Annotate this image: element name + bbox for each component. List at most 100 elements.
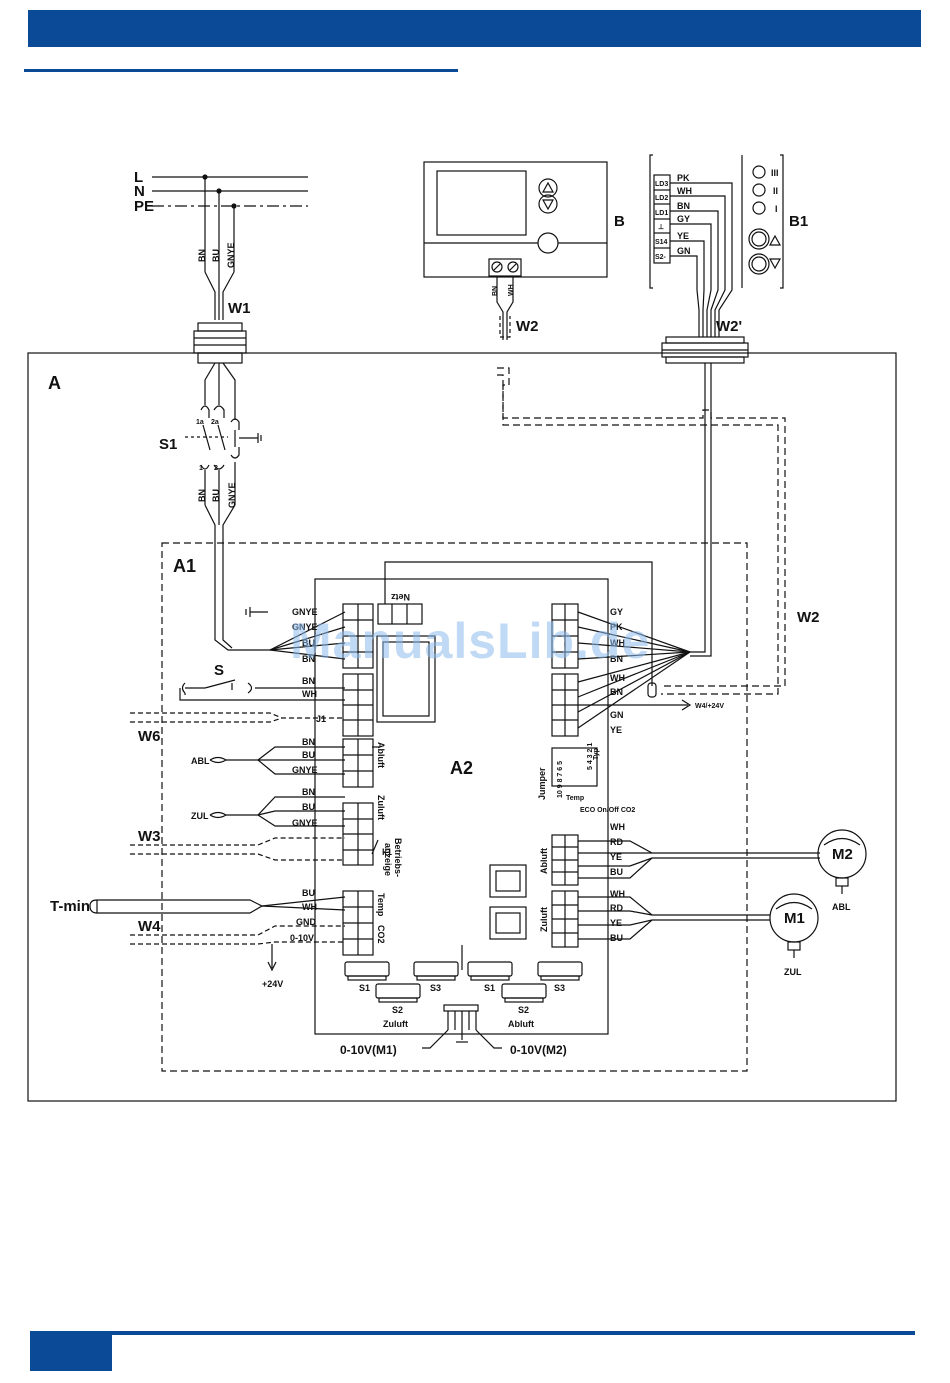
pot-s1-abluft: S1 (484, 983, 495, 993)
netz-label: Netz (390, 592, 410, 602)
b1-term-ld1: LD1 (655, 210, 668, 217)
mains-n-label: N (134, 183, 145, 200)
switch-1a-label: 1a (196, 419, 204, 426)
mains-gnye-label: GNYE (226, 242, 236, 268)
w2-right-label: W2 (797, 609, 820, 626)
zul-wire-gnye: GNYE (292, 818, 318, 828)
b1-term-s14: S14 (655, 239, 668, 246)
b-label: B (614, 213, 625, 230)
tmin-label: T-min (50, 898, 90, 915)
v-m2-label: 0-10V(M2) (510, 1043, 567, 1057)
mains-pe-label: PE (134, 198, 154, 215)
b1-term-s2: S2- (655, 254, 667, 261)
zuluft-bottom-label: Zuluft (383, 1019, 408, 1029)
switch-1-label: 1 (199, 465, 203, 472)
b1-led-iii: III (771, 168, 779, 178)
a1-outline (161, 542, 748, 1072)
watermark: ManualsLib.de (290, 613, 651, 669)
zul-wire-bu: BU (302, 802, 315, 812)
abluft-left-label: Abluft (376, 742, 386, 768)
unit-a-label: A (48, 373, 61, 393)
betrieb-label-1: Betriebs- (393, 838, 403, 877)
abl-wire-gnye: GNYE (292, 765, 318, 775)
k1-label: k1 (382, 847, 392, 857)
b1-term-ld3: LD3 (655, 181, 668, 188)
m1-wire-bu: BU (610, 933, 623, 943)
a2-label: A2 (450, 758, 473, 778)
j1-label: J1 (316, 714, 326, 724)
b1-term-gnd: ⊥ (658, 223, 664, 231)
m1-zul-label: ZUL (784, 967, 802, 977)
footer-rule (110, 1331, 915, 1335)
unit-a-outline (27, 352, 897, 1102)
right-wire-pk: PK (610, 622, 623, 632)
switch-2-label: 2 (214, 465, 218, 472)
jumper-typ: Typ (593, 748, 600, 760)
w4-label: W4 (138, 918, 161, 935)
m2-wire-wh: WH (610, 822, 625, 832)
mains-l-label: L (134, 169, 143, 186)
pot-s1-zuluft: S1 (359, 983, 370, 993)
pot-s3-zuluft: S3 (430, 983, 441, 993)
jumper-sub: ECO On/Off CO2 (580, 807, 635, 814)
zul-wire-bn: BN (302, 787, 315, 797)
abluft-bottom-label: Abluft (508, 1019, 534, 1029)
b1-wire-gy: GY (677, 214, 690, 224)
w6-label: W6 (138, 728, 161, 745)
v-m1-label: 0-10V(M1) (340, 1043, 397, 1057)
switch-bu-label: BU (211, 489, 221, 502)
abl-wire-bn: BN (302, 737, 315, 747)
co2-wire-gnd: GND (296, 917, 317, 927)
switch-bn-label: BN (197, 489, 207, 502)
zuluft-right-label: Zuluft (539, 907, 549, 932)
m1-wire-wh: WH (610, 889, 625, 899)
w4-24v-label: W4/+24V (695, 703, 724, 710)
b-wire-bn-label: BN (492, 286, 499, 296)
netz-wire-gnye-2: GNYE (292, 622, 318, 632)
abl-wire-bu: BU (302, 750, 315, 760)
zuluft-left-label: Zuluft (376, 795, 386, 820)
jumper-temp: Temp (566, 795, 584, 802)
m2-label: M2 (832, 846, 853, 863)
m2-wire-ye: YE (610, 852, 622, 862)
netz-wire-bn: BN (302, 654, 315, 664)
w3-label: W3 (138, 828, 161, 845)
m2-wire-bu: BU (610, 867, 623, 877)
b1-label: B1 (789, 213, 808, 230)
jumper-numbers-2: 10 9 8 7 6 5 (557, 761, 564, 798)
switch-2a-label: 2a (211, 419, 219, 426)
mains-bu-label: BU (211, 249, 221, 262)
footer-block (30, 1331, 112, 1371)
s1-label: S1 (159, 436, 177, 453)
m1-wire-rd: RD (610, 903, 623, 913)
temp-wire-wh: WH (302, 902, 317, 912)
w1-label: W1 (228, 300, 251, 317)
jumper-numbers: 5 4 3 2 1 (587, 743, 594, 770)
betrieb-label-2: anzeige (383, 843, 393, 876)
s-label: S (214, 662, 224, 679)
right-wire-wh-2: WH (610, 673, 625, 683)
pot-s2-zuluft: S2 (392, 1005, 403, 1015)
right-wire-bn-2: BN (610, 687, 623, 697)
co2-wire-0-10v: 0-10V (290, 933, 314, 943)
pot-s3-abluft: S3 (554, 983, 565, 993)
b-wire-wh-label: WH (508, 284, 515, 296)
pot-s2-abluft: S2 (518, 1005, 529, 1015)
right-wire-wh: WH (610, 638, 625, 648)
b1-wire-wh: WH (677, 186, 692, 196)
temp-label: Temp (376, 893, 386, 917)
b1-wire-ye: YE (677, 231, 689, 241)
temp-wire-bu: BU (302, 888, 315, 898)
b1-wire-gn: GN (677, 246, 691, 256)
switch-gnye-label: GNYE (227, 482, 237, 508)
header-rule (24, 69, 458, 72)
m2-wire-rd: RD (610, 837, 623, 847)
b1-wire-pk: PK (677, 173, 690, 183)
zul-side-label: ZUL (191, 811, 209, 821)
b1-led-i: I (775, 204, 778, 214)
mains-bn-label: BN (197, 249, 207, 262)
w2-label: W2 (516, 318, 539, 335)
m2-abl-label: ABL (832, 902, 851, 912)
abl-side-label: ABL (191, 756, 210, 766)
